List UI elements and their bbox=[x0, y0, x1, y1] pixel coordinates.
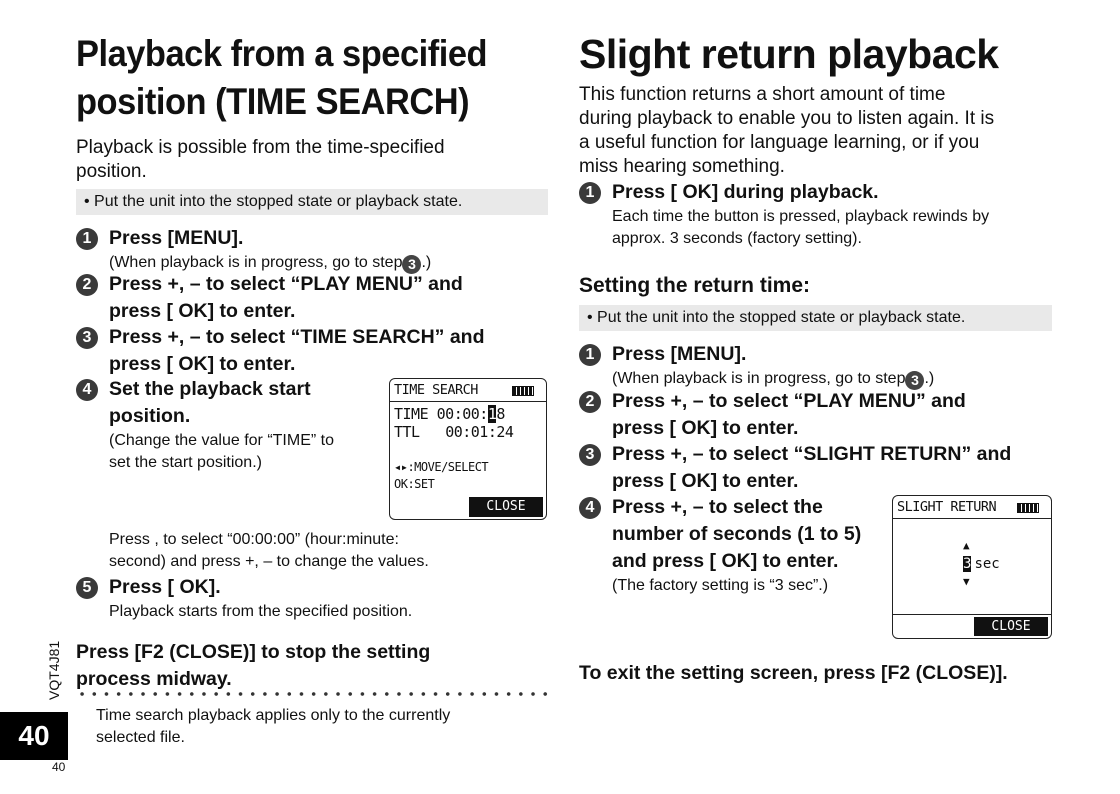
step-ref-badge: 3 bbox=[402, 255, 422, 274]
precondition-note-left: • Put the unit into the stopped state or… bbox=[76, 189, 548, 215]
step-number-badge: 1 bbox=[579, 182, 601, 204]
step-number-badge: 3 bbox=[76, 327, 98, 349]
model-code: VQT4J81 bbox=[46, 640, 62, 700]
down-arrow-icon: ▼ bbox=[963, 575, 970, 588]
step-number-badge: 3 bbox=[579, 444, 601, 466]
step-number-badge: 5 bbox=[76, 577, 98, 599]
intro-text-right: This function returns a short amount of … bbox=[579, 84, 995, 177]
lcd-close-label: CLOSE bbox=[469, 497, 543, 517]
cursor-digit: 3 bbox=[963, 556, 972, 572]
footnote: Time search playback applies only to the… bbox=[96, 707, 451, 746]
step-ref-badge: 3 bbox=[905, 371, 925, 390]
battery-icon bbox=[512, 386, 534, 396]
lcd-time-search-screen: TIME SEARCH TIME 00:00:18 TTL 00:01:24 ◂… bbox=[389, 378, 547, 520]
precondition-note-right: • Put the unit into the stopped state or… bbox=[579, 305, 1052, 331]
lcd-close-label: CLOSE bbox=[974, 617, 1048, 636]
battery-icon bbox=[1017, 503, 1039, 513]
step-number-badge: 2 bbox=[76, 274, 98, 296]
cursor-digit: 1 bbox=[487, 405, 497, 423]
page-number-small: 40 bbox=[52, 760, 66, 774]
up-arrow-icon: ▲ bbox=[963, 539, 970, 552]
exit-instruction: To exit the setting screen, press [F2 (C… bbox=[579, 662, 1008, 684]
page-title-left: Playback from a specified position (TIME… bbox=[76, 33, 488, 122]
dotted-divider bbox=[76, 692, 552, 696]
step-number-badge: 4 bbox=[76, 379, 98, 401]
page-number-box: 40 bbox=[0, 712, 68, 760]
step-number-badge: 1 bbox=[579, 344, 601, 366]
section-subheading: Setting the return time: bbox=[579, 274, 811, 297]
page-title-right: Slight return playback bbox=[579, 31, 999, 77]
step-number-badge: 4 bbox=[579, 497, 601, 519]
stop-instruction: Press [F2 (CLOSE)] to stop the setting p… bbox=[76, 641, 431, 690]
step-number-badge: 2 bbox=[579, 391, 601, 413]
intro-text-left: Playback is possible from the time-speci… bbox=[76, 137, 445, 182]
left-step-4-detail: Press , to select “00:00:00” (hour:minut… bbox=[109, 531, 429, 570]
step-number-badge: 1 bbox=[76, 228, 98, 250]
